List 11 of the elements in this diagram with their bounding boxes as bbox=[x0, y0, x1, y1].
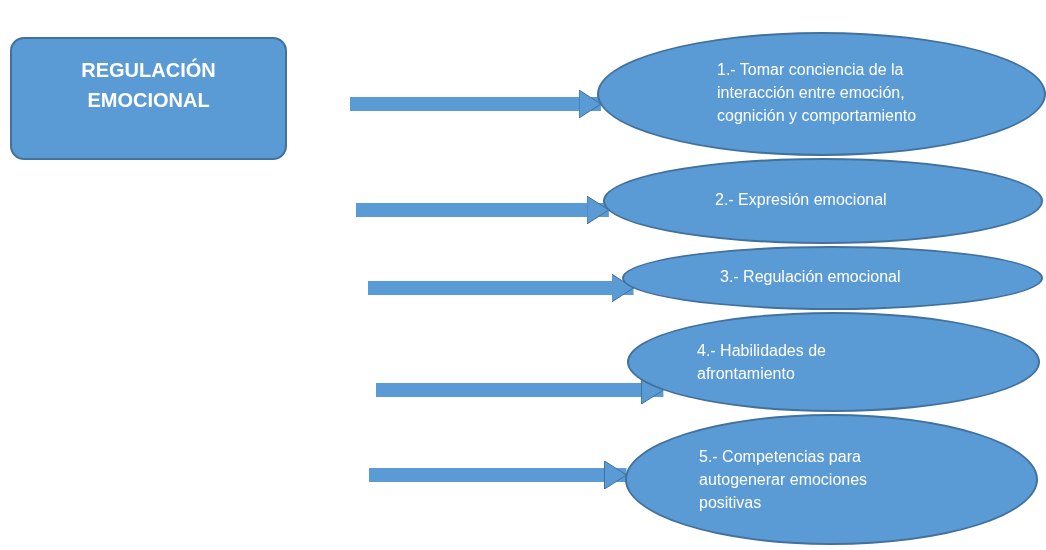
block-arrow bbox=[356, 195, 610, 225]
step-text: 4.- Habilidades de afrontamiento bbox=[697, 341, 827, 384]
title-text: REGULACIÓN EMOCIONAL bbox=[80, 57, 217, 113]
step-text: 2.- Expresión emocional bbox=[715, 189, 887, 210]
title-box bbox=[10, 37, 287, 160]
step-text: 5.- Competencias para autogenerar emociones positivas bbox=[699, 447, 869, 513]
block-arrow bbox=[350, 89, 602, 119]
step-text: 3.- Regulación emocional bbox=[720, 266, 901, 287]
block-arrow bbox=[368, 273, 635, 303]
block-arrow bbox=[369, 460, 627, 490]
step-text: 1.- Tomar conciencia de la interacción entre emoción, cognición y comportamiento bbox=[717, 59, 918, 126]
